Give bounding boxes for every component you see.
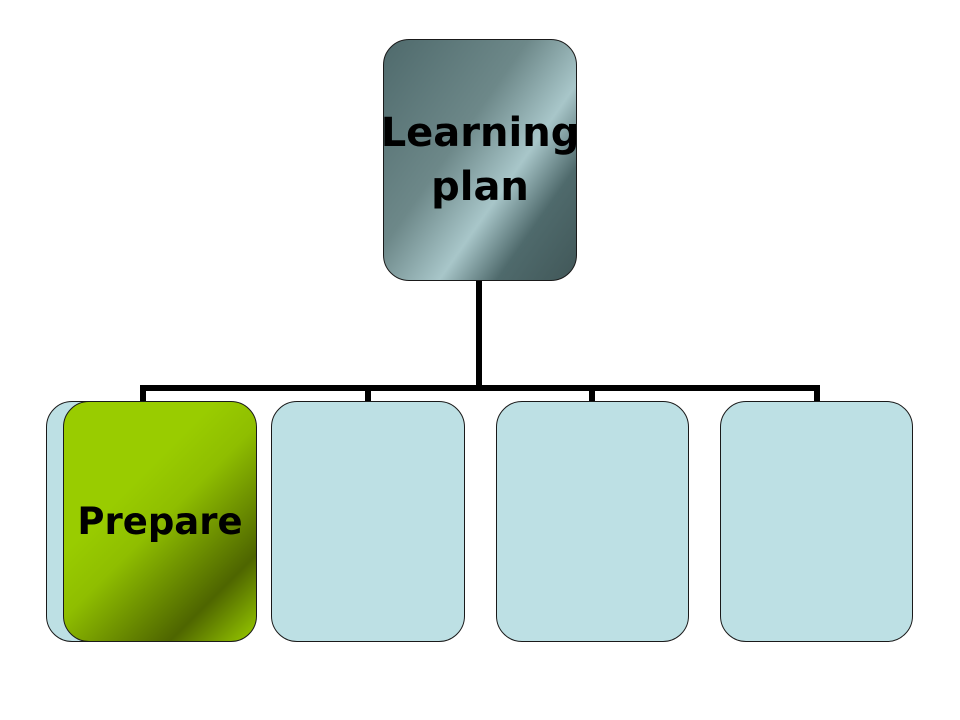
root-node: Learning plan (381, 39, 580, 281)
connector-drop-4 (814, 385, 820, 401)
child-label-1: Prepare (77, 500, 243, 543)
connector-drop-3 (589, 385, 595, 401)
connector-bus (140, 385, 820, 391)
root-label-line-2: plan (431, 164, 529, 210)
root-label: Learning plan (381, 106, 580, 214)
child-node-prepare: Prepare (63, 401, 257, 642)
child-node-3 (496, 401, 689, 642)
root-label-line-1: Learning (380, 110, 580, 156)
child-node-4 (720, 401, 913, 642)
connector-trunk (476, 281, 482, 391)
connector-drop-1 (140, 385, 146, 401)
child-node-2 (271, 401, 465, 642)
connector-drop-2 (365, 385, 371, 401)
